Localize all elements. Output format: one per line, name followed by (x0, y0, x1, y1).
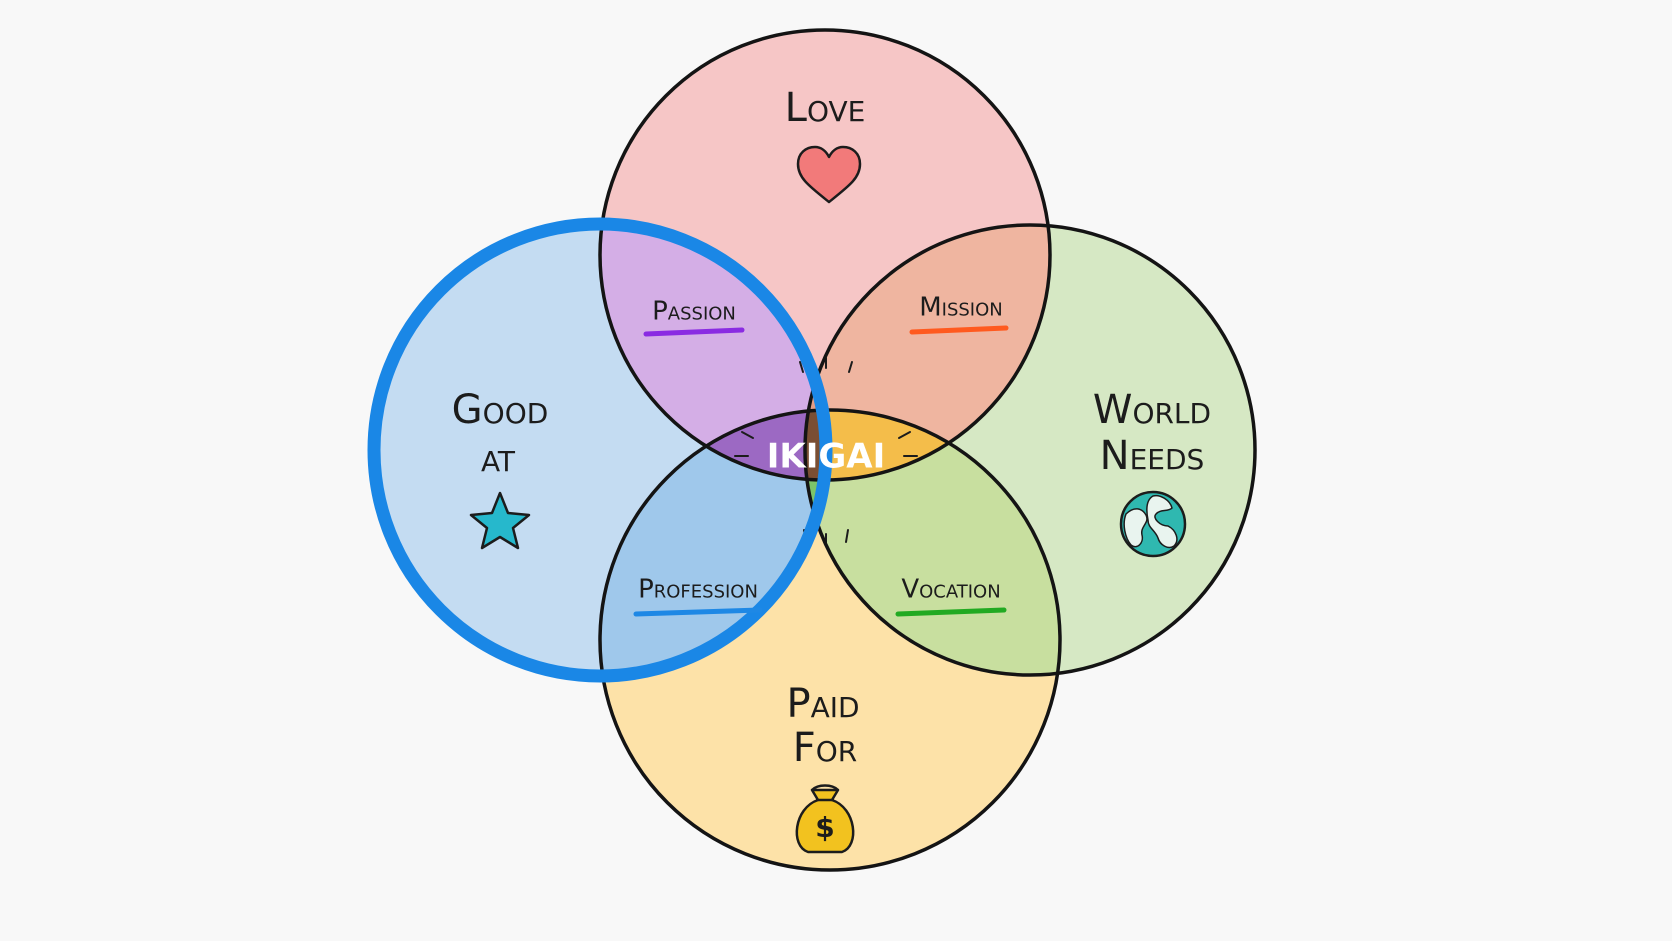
profession-underline (633, 607, 763, 617)
world-needs-circle-outline (803, 223, 1257, 677)
paid-for-label-line2: For (793, 725, 858, 771)
heart-icon (796, 145, 862, 204)
world-needs-label-line1: World (1093, 387, 1211, 433)
mission-label: Mission (919, 293, 1003, 323)
overlap-passion-region (600, 230, 820, 480)
good-at-label-line1: Good (452, 387, 549, 433)
star-icon (469, 491, 531, 550)
good-at-circle-highlight-outline (367, 217, 833, 683)
paid-for-label-line1: Paid (786, 681, 859, 727)
passion-underline (643, 327, 745, 337)
profession-label: Profession (638, 575, 758, 605)
good-at-label-line2: at (481, 435, 516, 481)
vocation-underline (895, 607, 1007, 617)
money-bag-icon (795, 784, 855, 854)
overlap-profession-region (600, 410, 820, 670)
passion-label: Passion (652, 297, 736, 327)
vocation-label: Vocation (901, 575, 1000, 605)
dollar-sign-icon: $ (815, 811, 834, 844)
ikigai-center-label: IKIGAI (767, 437, 886, 477)
love-label: Love (785, 85, 866, 131)
globe-icon (1119, 490, 1187, 558)
paid-for-circle-outline (598, 408, 1062, 872)
world-needs-label-line2: Needs (1100, 433, 1205, 479)
mission-underline (909, 325, 1009, 335)
